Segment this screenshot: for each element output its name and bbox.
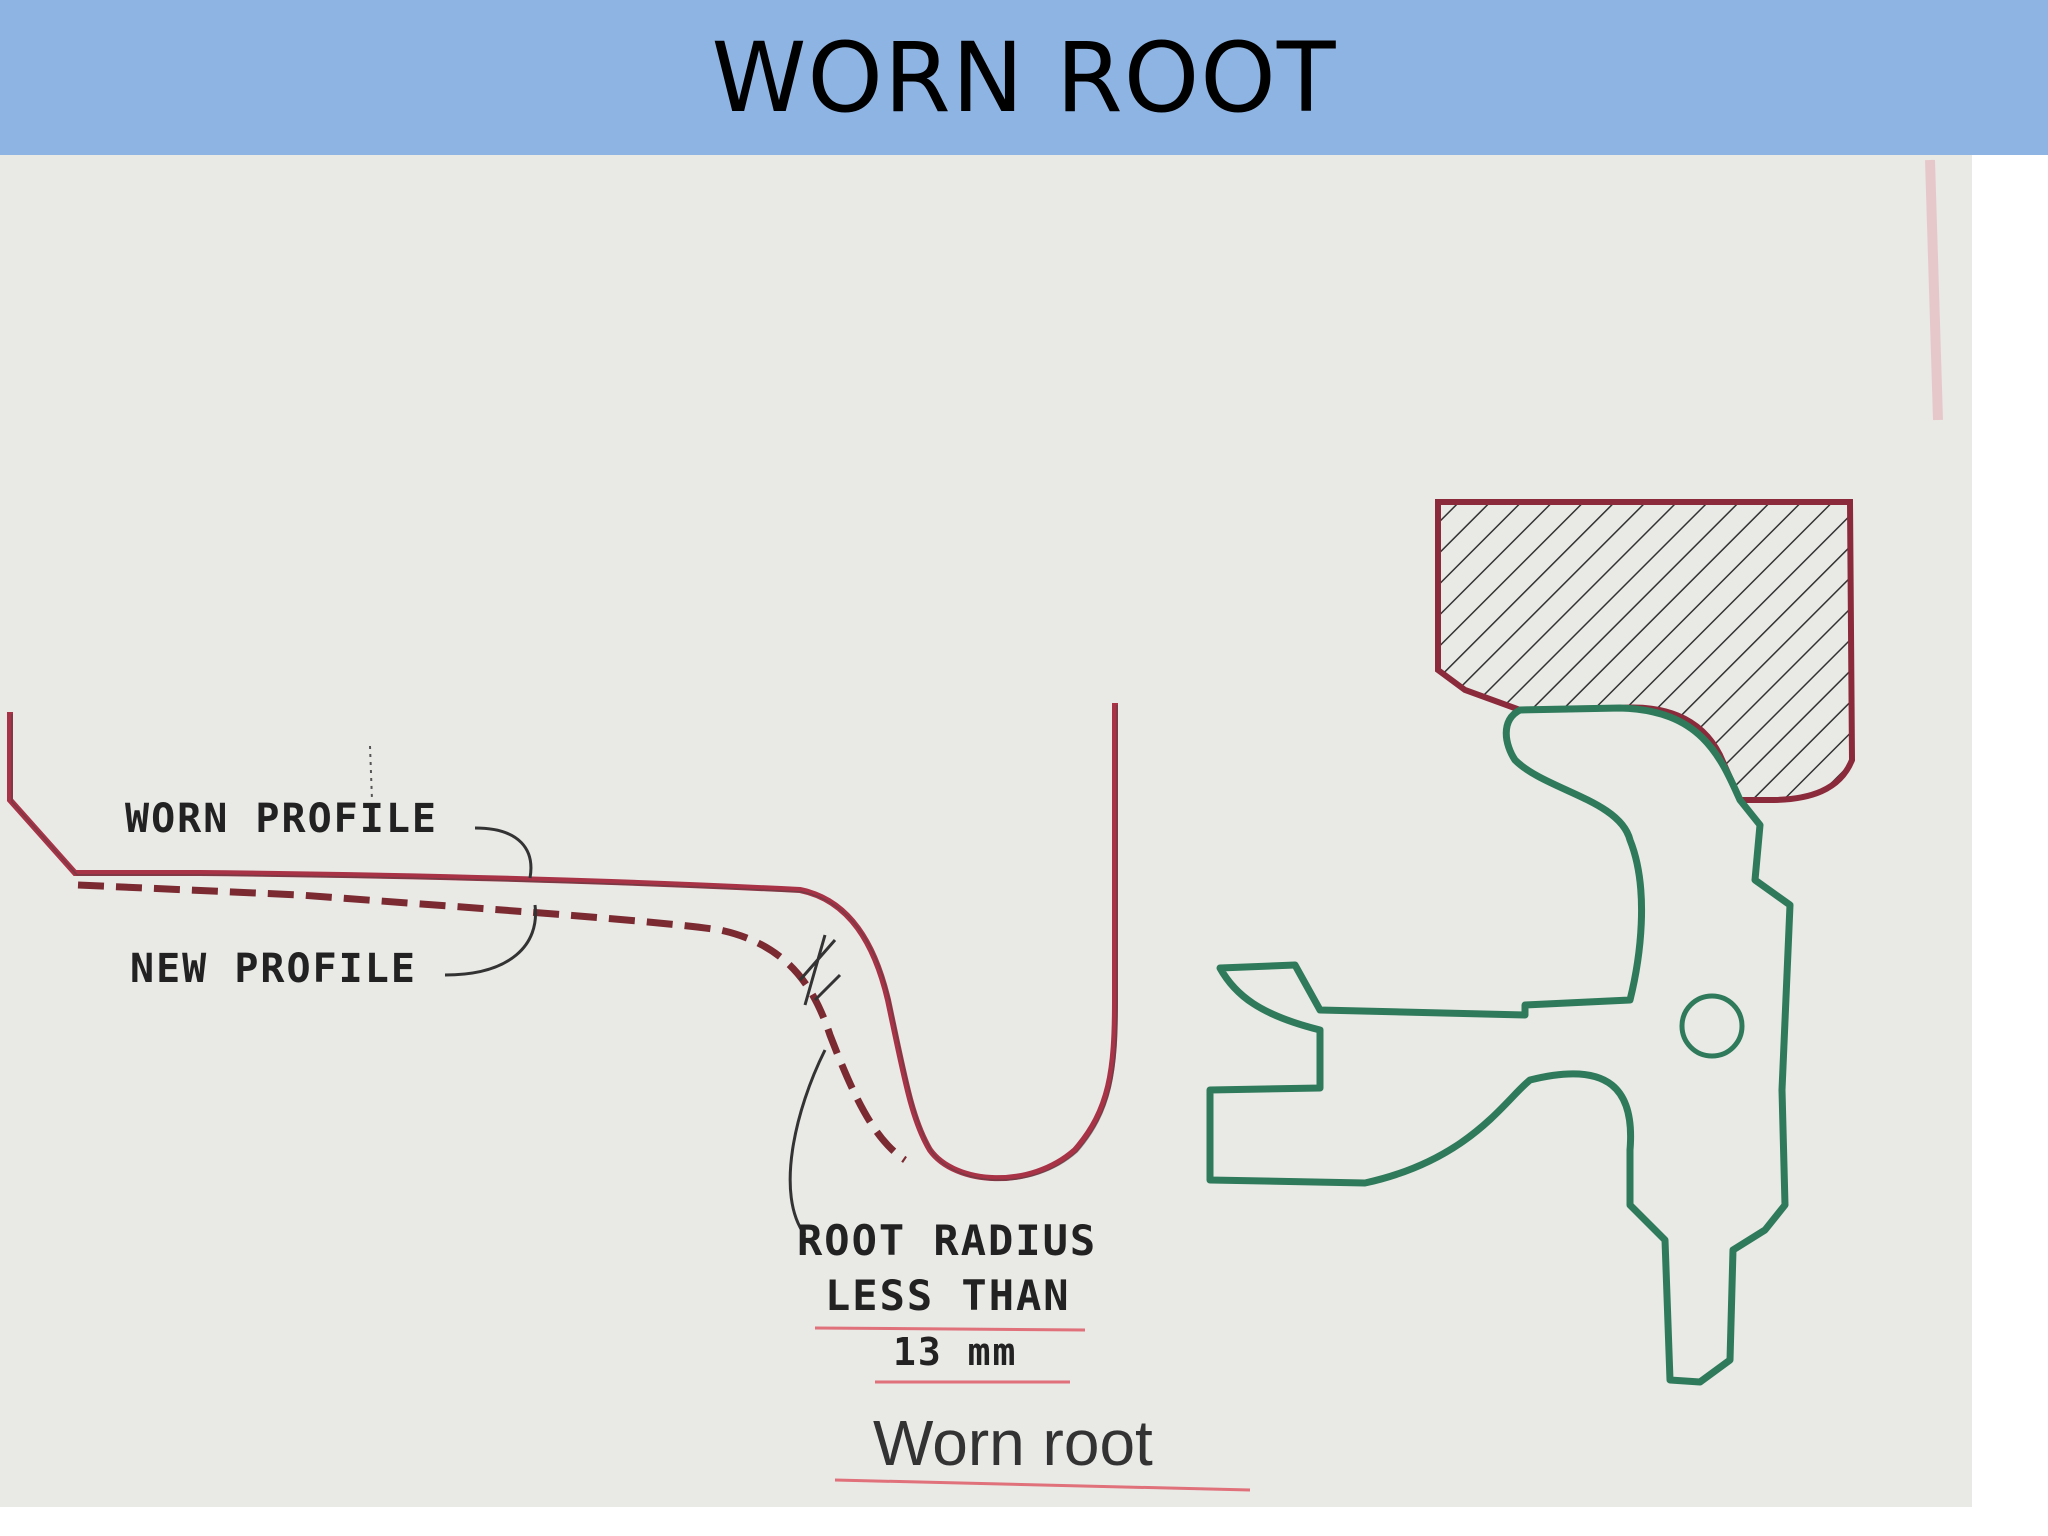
caption-label: Worn root xyxy=(873,1407,1153,1479)
root-radius-leader xyxy=(788,1049,827,1236)
root-radius-marker xyxy=(798,934,842,1006)
root-radius-label-line3: 13 mm xyxy=(893,1330,1017,1374)
title-bar: WORN ROOT xyxy=(0,0,2048,155)
blade-root-outline xyxy=(1206,704,1794,1386)
worn-profile-shadow xyxy=(11,705,1118,1181)
caption-underline xyxy=(834,1478,1251,1492)
slide-title: WORN ROOT xyxy=(711,21,1337,134)
root-radius-label-line2: LESS THAN xyxy=(825,1271,1071,1320)
hatched-block xyxy=(1435,499,1856,803)
new-profile-label: NEW PROFILE xyxy=(130,946,417,992)
new-profile-line xyxy=(77,881,907,1163)
root-radius-label-line1: ROOT RADIUS xyxy=(797,1216,1097,1265)
margin-mark xyxy=(1925,159,1943,421)
leader-tick xyxy=(369,745,373,801)
diagram-background xyxy=(0,155,1972,1507)
new-profile-leader xyxy=(444,904,538,977)
root-radius-underline-1 xyxy=(814,1326,1086,1332)
worn-profile-leader xyxy=(474,826,533,879)
worn-profile-line xyxy=(7,703,1118,1182)
worn-profile-label: WORN PROFILE xyxy=(125,796,438,842)
pin-hole xyxy=(1679,993,1745,1059)
